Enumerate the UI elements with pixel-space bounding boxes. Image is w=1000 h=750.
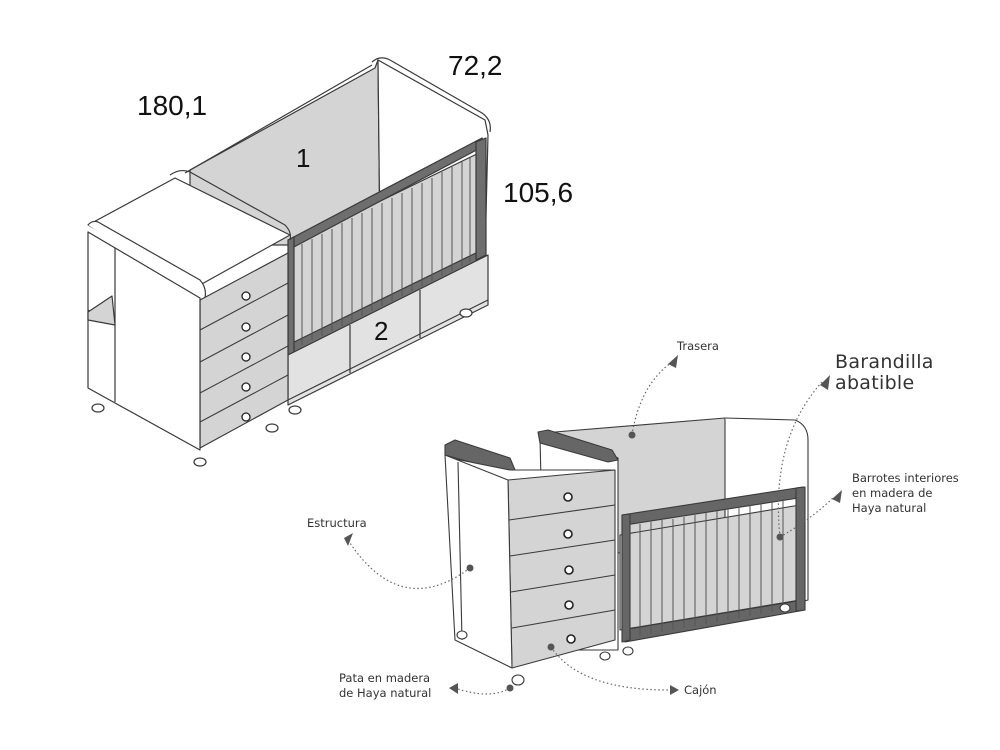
callout-cajon: Cajón <box>684 683 717 697</box>
callout-barandilla-line2: abatible <box>835 372 915 394</box>
callout-barrotes-line2: en madera de <box>852 486 933 500</box>
arrow-cajon-icon <box>670 685 679 695</box>
callout-dot-barandilla <box>776 533 784 541</box>
callout-pata-line1: Pata en madera <box>339 671 431 685</box>
arrow-estructura-icon <box>344 533 353 546</box>
arrow-trasera-icon <box>668 355 678 368</box>
arrow-barandilla-icon <box>820 375 830 390</box>
callout-dot-cajon <box>547 643 555 651</box>
callout-barandilla: Barandilla abatible <box>835 352 934 394</box>
dimension-length: 180,1 <box>137 90 208 121</box>
leader-estructura <box>347 539 471 590</box>
dimension-depth: 72,2 <box>448 50 503 81</box>
callout-barrotes: Barrotes interiores en madera de Haya na… <box>852 471 959 516</box>
callout-barrotes-line3: Haya natural <box>852 501 927 515</box>
callout-pata-line2: de Haya natural <box>339 686 432 700</box>
callout-dot-estructura <box>466 564 474 572</box>
callout-dot-trasera <box>628 431 636 439</box>
part-number-1: 1 <box>296 143 311 173</box>
callout-dot-pata <box>506 684 514 692</box>
callout-estructura: Estructura <box>307 516 367 530</box>
leader-pata <box>454 687 511 695</box>
callout-barrotes-line1: Barrotes interiores <box>852 471 959 485</box>
callout-barandilla-line1: Barandilla <box>835 351 934 373</box>
arrow-pata-icon <box>449 683 458 694</box>
arrow-barrotes-icon <box>832 490 842 503</box>
callout-pata: Pata en madera de Haya natural <box>339 671 431 701</box>
callout-trasera: Trasera <box>677 339 719 353</box>
part-number-2: 2 <box>374 316 389 346</box>
leader-barrotes <box>779 496 835 538</box>
dimension-height: 105,6 <box>503 177 574 208</box>
